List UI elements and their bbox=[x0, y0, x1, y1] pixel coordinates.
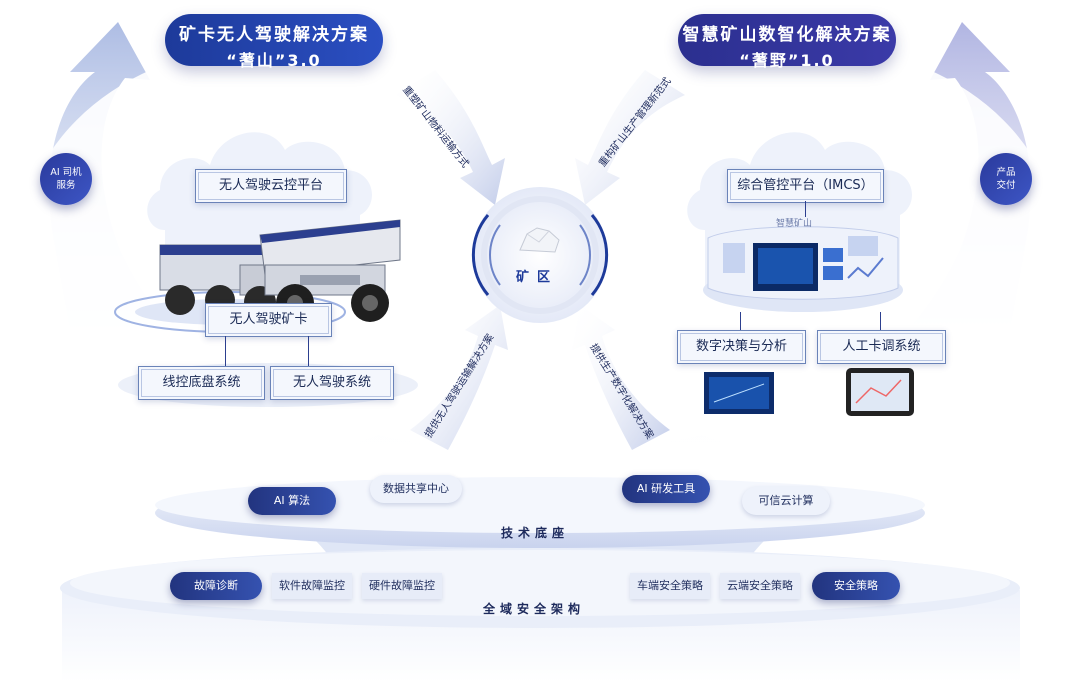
imcs-platform-box: 综合管控平台（IMCS） bbox=[727, 169, 884, 203]
connector-line bbox=[805, 201, 806, 217]
hardware-fault-monitor: 硬件故障监控 bbox=[362, 573, 442, 599]
security-architecture-label: 全域安全架构 bbox=[483, 602, 586, 616]
right-solution-title: 智慧矿山数智化解决方案 “蓍野”1.0 bbox=[678, 14, 896, 70]
vehicle-security-policy: 车端安全策略 bbox=[630, 573, 710, 599]
product-delivery-badge: 产品交付 bbox=[980, 153, 1032, 205]
connector-line bbox=[225, 336, 226, 366]
box-label: 数字决策与分析 bbox=[680, 333, 803, 361]
left-title-line1: 矿卡无人驾驶解决方案 bbox=[179, 25, 369, 45]
box-label: 无人驾驶系统 bbox=[273, 369, 391, 397]
badge-line: 服务 bbox=[56, 180, 76, 191]
connector-line bbox=[308, 336, 309, 366]
ai-algorithm-pill: AI 算法 bbox=[248, 487, 336, 515]
badge-line: AI 司机 bbox=[50, 167, 82, 178]
box-label: 线控底盘系统 bbox=[141, 369, 262, 397]
autonomous-driving-system-box: 无人驾驶系统 bbox=[270, 366, 394, 400]
mining-area-label: 矿区 bbox=[516, 270, 559, 285]
fault-diagnosis-pill: 故障诊断 bbox=[170, 572, 262, 600]
software-fault-monitor: 软件故障监控 bbox=[272, 573, 352, 599]
ai-driver-service-badge: AI 司机服务 bbox=[40, 153, 92, 205]
tablet-thumbnail bbox=[846, 368, 914, 416]
connector-line bbox=[880, 312, 881, 330]
badge-line: 交付 bbox=[996, 180, 1016, 191]
drive-by-wire-chassis-box: 线控底盘系统 bbox=[138, 366, 265, 400]
left-solution-title: 矿卡无人驾驶解决方案 “蓍山”3.0 bbox=[165, 14, 383, 70]
data-sharing-center-pill: 数据共享中心 bbox=[370, 475, 462, 503]
box-label: 无人驾驶矿卡 bbox=[208, 306, 329, 334]
trusted-cloud-pill: 可信云计算 bbox=[742, 487, 830, 515]
box-label: 无人驾驶云控平台 bbox=[198, 172, 344, 200]
dashboard-illustration bbox=[703, 226, 903, 312]
tech-base-label: 技术底座 bbox=[501, 526, 570, 540]
analytics-thumbnail bbox=[704, 372, 774, 414]
badge-line: 产品 bbox=[996, 167, 1016, 178]
left-title-line2: “蓍山”3.0 bbox=[226, 51, 322, 70]
digital-decision-analysis-box: 数字决策与分析 bbox=[677, 330, 806, 364]
manual-dispatch-system-box: 人工卡调系统 bbox=[817, 330, 946, 364]
autonomous-truck-box: 无人驾驶矿卡 bbox=[205, 303, 332, 337]
cloud-control-platform-box: 无人驾驶云控平台 bbox=[195, 169, 347, 203]
box-label: 综合管控平台（IMCS） bbox=[730, 172, 881, 200]
box-label: 人工卡调系统 bbox=[820, 333, 943, 361]
right-title-line1: 智慧矿山数智化解决方案 bbox=[682, 25, 892, 45]
dashboard-header: 智慧矿山 bbox=[776, 219, 813, 229]
right-title-line2: “蓍野”1.0 bbox=[739, 51, 835, 70]
security-policy-pill: 安全策略 bbox=[812, 572, 900, 600]
cloud-security-policy: 云端安全策略 bbox=[720, 573, 800, 599]
ore-icon bbox=[519, 227, 560, 253]
ai-dev-tools-pill: AI 研发工具 bbox=[622, 475, 710, 503]
connector-line bbox=[740, 312, 741, 330]
